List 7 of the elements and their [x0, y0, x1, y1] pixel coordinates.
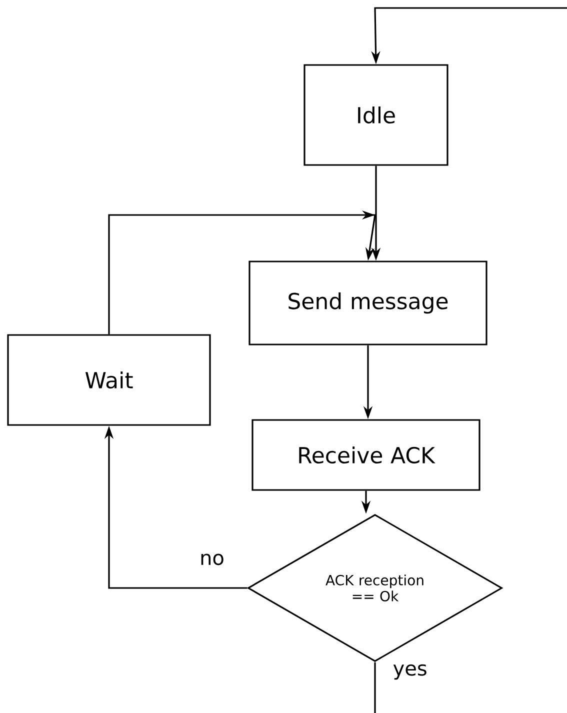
process-box: Receive ACK [252, 419, 480, 491]
edge-label: yes [393, 664, 426, 680]
arrow [108, 210, 376, 334]
edge-label: no [201, 554, 224, 566]
process-box: Send message [248, 260, 488, 346]
process-box: Idle [304, 64, 448, 166]
process-box: Wait [7, 334, 211, 426]
